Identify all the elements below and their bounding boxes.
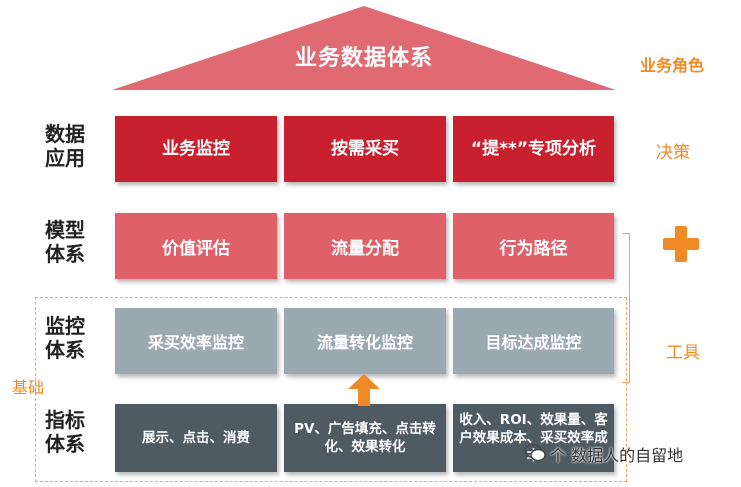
box-behavior-path: 行为路径: [453, 213, 614, 279]
box-value-evaluation: 价值评估: [115, 213, 277, 279]
row-label-model-system: 模型体系: [45, 218, 85, 266]
box-revenue-roi-cost: 收入、ROI、效果量、客户效果成本、采买效率成本: [453, 404, 614, 472]
box-business-monitoring: 业务监控: [115, 116, 277, 182]
box-impression-click-spend: 展示、点击、消费: [115, 404, 277, 472]
box-traffic-allocation: 流量分配: [284, 213, 446, 279]
wechat-icon: [524, 443, 546, 462]
diagram-title: 业务数据体系: [294, 46, 433, 71]
foundation-frame: [35, 297, 627, 482]
roof-triangle: [112, 6, 616, 90]
box-traffic-conversion-monitoring: 流量转化监控: [284, 308, 446, 374]
box-purchase-efficiency-monitoring: 采买效率监控: [115, 308, 277, 374]
row-label-monitoring-system: 监控体系: [45, 314, 85, 362]
up-arrow-icon: [348, 374, 380, 406]
business-role-label: 业务角色: [640, 56, 705, 75]
box-pv-fill-conversion: PV、广告填充、点击转化、效果转化: [284, 404, 446, 472]
foundation-label: 基础: [12, 378, 45, 397]
box-on-demand-purchase: 按需采买: [284, 116, 446, 182]
row-label-indicator-system: 指标体系: [45, 408, 85, 456]
box-special-analysis: “提**”专项分析: [453, 116, 614, 182]
plus-icon: [663, 226, 699, 262]
tool-label: 工具: [666, 343, 700, 363]
bracket-line: [622, 233, 630, 383]
box-goal-achievement-monitoring: 目标达成监控: [453, 308, 614, 374]
watermark-text: 个 数据人的自留地: [550, 446, 684, 465]
row-label-data-application: 数据应用: [45, 122, 85, 170]
decision-label: 决策: [656, 143, 690, 163]
